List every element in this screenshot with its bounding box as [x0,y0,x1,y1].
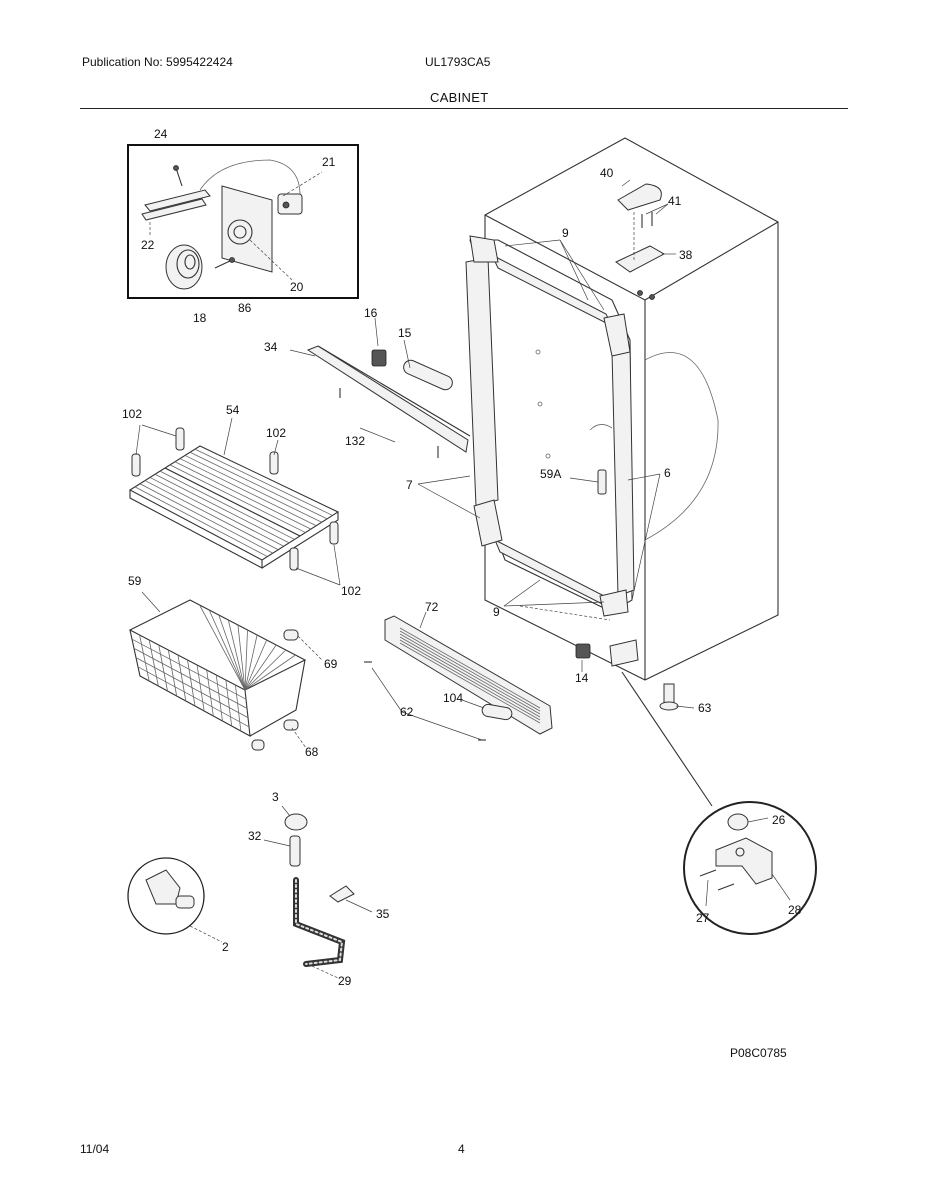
callout-102-top-left: 102 [122,407,142,421]
publication-number: Publication No: 5995422424 [82,55,233,69]
callout-15: 15 [398,326,412,340]
cabinet-body [417,137,779,711]
callout-54: 54 [226,403,240,417]
light-assembly-inset [127,144,359,299]
callout-63: 63 [698,701,712,715]
callout-40: 40 [600,166,614,180]
wire-basket [128,591,323,751]
callout-21: 21 [322,155,336,169]
callout-9-top: 9 [562,226,569,240]
callout-35: 35 [376,907,390,921]
callout-68: 68 [305,745,319,759]
wire-shelf [128,417,341,586]
light-bracket-assembly [289,317,471,458]
callout-2: 2 [222,940,229,954]
callout-34: 34 [264,340,278,354]
callout-69: 69 [324,657,338,671]
callout-86: 86 [238,301,252,315]
callout-24: 24 [154,127,168,141]
callout-6: 6 [664,466,671,480]
callout-102-top-right: 102 [266,426,286,440]
callout-22: 22 [141,238,155,252]
callout-104: 104 [443,691,463,705]
callout-27: 27 [696,911,710,925]
callout-7: 7 [406,478,413,492]
callout-132: 132 [345,434,365,448]
header-rule [80,108,848,109]
callout-9-bottom: 9 [493,605,500,619]
hinge-detail [621,671,817,935]
toe-grille [364,611,553,741]
callout-28: 28 [788,903,802,917]
callout-labels: 24 21 22 20 18 86 16 15 34 132 102 54 10… [122,127,802,988]
callout-32: 32 [248,829,262,843]
callout-102-bottom: 102 [341,584,361,598]
callout-18: 18 [193,311,207,325]
callout-14: 14 [575,671,589,685]
callout-41: 41 [668,194,682,208]
callout-62: 62 [400,705,414,719]
callout-38: 38 [679,248,693,262]
callout-59: 59 [128,574,142,588]
footer-date: 11/04 [80,1142,110,1156]
model-number: UL1793CA5 [425,55,491,69]
callout-26: 26 [772,813,786,827]
callout-3: 3 [272,790,279,804]
callout-72: 72 [425,600,439,614]
callout-59a: 59A [540,467,561,481]
callout-20: 20 [290,280,304,294]
page-number: 4 [458,1142,465,1156]
diagram-reference: P08C0785 [730,1046,787,1060]
section-title: CABINET [430,90,489,105]
drain-parts [127,805,373,979]
callout-16: 16 [364,306,378,320]
callout-29: 29 [338,974,352,988]
